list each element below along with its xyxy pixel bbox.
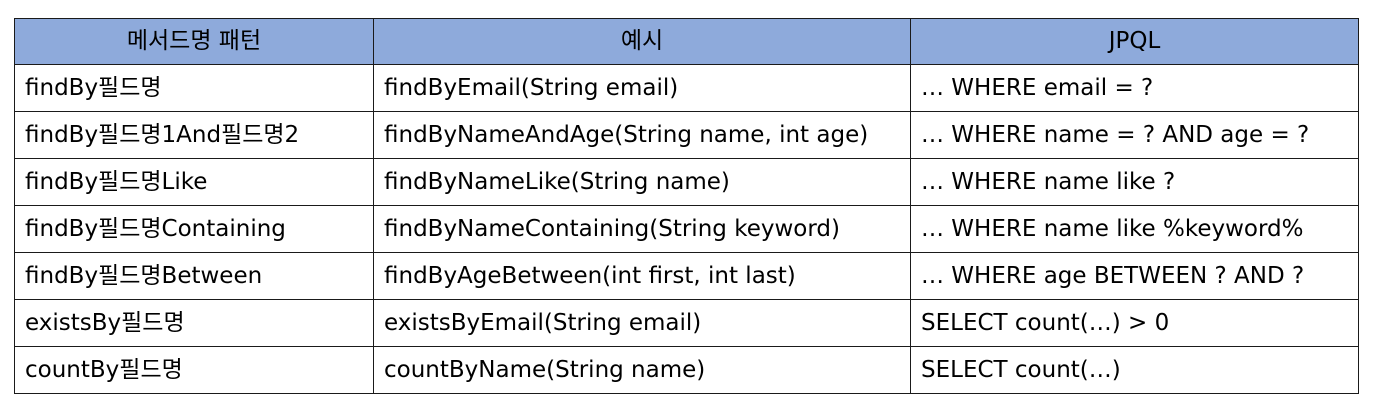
cell-method-pattern: findBy필드명1And필드명2 xyxy=(14,111,374,159)
cell-method-pattern: findBy필드명 xyxy=(14,64,374,112)
cell-method-pattern: findBy필드명Between xyxy=(14,252,374,300)
header-jpql: JPQL xyxy=(910,18,1359,65)
header-row: 메서드명 패턴 예시 JPQL xyxy=(14,18,1359,65)
cell-method-pattern: findBy필드명Containing xyxy=(14,205,374,253)
table-row: findBy필드명Containing findByNameContaining… xyxy=(14,205,1359,253)
table-row: countBy필드명 countByName(String name) SELE… xyxy=(14,346,1359,394)
cell-jpql: … WHERE name = ? AND age = ? xyxy=(910,111,1359,159)
table-row: existsBy필드명 existsByEmail(String email) … xyxy=(14,299,1359,347)
table-row: findBy필드명1And필드명2 findByNameAndAge(Strin… xyxy=(14,111,1359,159)
cell-jpql: … WHERE email = ? xyxy=(910,64,1359,112)
table-row: findBy필드명Between findByAgeBetween(int fi… xyxy=(14,252,1359,300)
table-row: findBy필드명Like findByNameLike(String name… xyxy=(14,158,1359,206)
cell-example: existsByEmail(String email) xyxy=(373,299,911,347)
method-pattern-table-container: 메서드명 패턴 예시 JPQL findBy필드명 findByEmail(St… xyxy=(14,18,1359,394)
cell-jpql: … WHERE name like ? xyxy=(910,158,1359,206)
cell-jpql: SELECT count(…) xyxy=(910,346,1359,394)
table-header: 메서드명 패턴 예시 JPQL xyxy=(14,18,1359,65)
header-example: 예시 xyxy=(373,18,911,65)
cell-jpql: … WHERE name like %keyword% xyxy=(910,205,1359,253)
cell-example: findByNameLike(String name) xyxy=(373,158,911,206)
cell-method-pattern: findBy필드명Like xyxy=(14,158,374,206)
table-body: findBy필드명 findByEmail(String email) … WH… xyxy=(14,64,1359,394)
method-pattern-table: 메서드명 패턴 예시 JPQL findBy필드명 findByEmail(St… xyxy=(14,18,1359,394)
table-row: findBy필드명 findByEmail(String email) … WH… xyxy=(14,64,1359,112)
cell-method-pattern: countBy필드명 xyxy=(14,346,374,394)
cell-example: findByNameContaining(String keyword) xyxy=(373,205,911,253)
cell-jpql: … WHERE age BETWEEN ? AND ? xyxy=(910,252,1359,300)
cell-example: countByName(String name) xyxy=(373,346,911,394)
cell-example: findByNameAndAge(String name, int age) xyxy=(373,111,911,159)
header-method-pattern: 메서드명 패턴 xyxy=(14,18,374,65)
cell-method-pattern: existsBy필드명 xyxy=(14,299,374,347)
cell-jpql: SELECT count(…) > 0 xyxy=(910,299,1359,347)
cell-example: findByAgeBetween(int first, int last) xyxy=(373,252,911,300)
cell-example: findByEmail(String email) xyxy=(373,64,911,112)
